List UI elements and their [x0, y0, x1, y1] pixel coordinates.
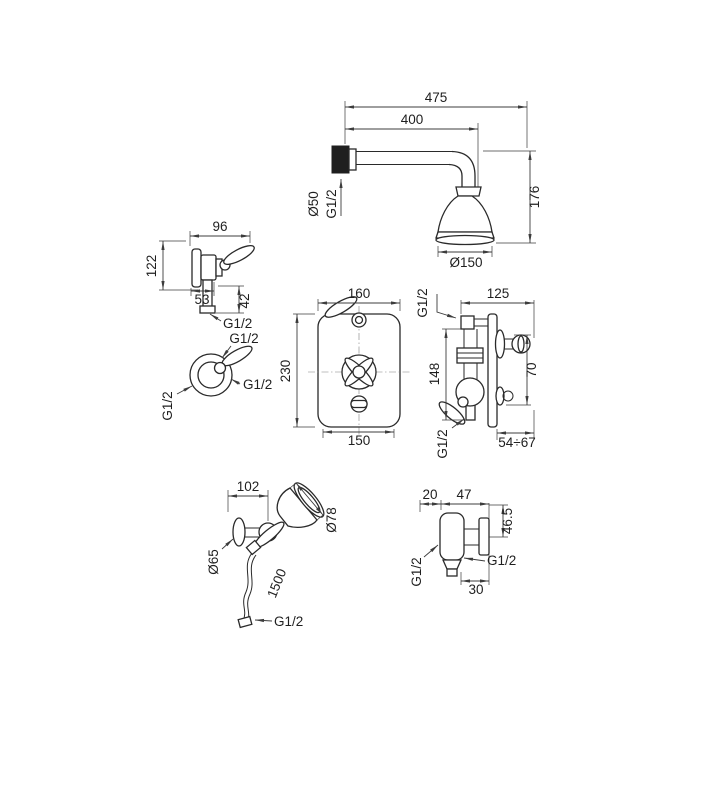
- outlet-flange: [478, 517, 490, 556]
- shutoff-valve-front-view: G1/2 G1/2 G1/2: [160, 331, 272, 421]
- dim-arm-diameter: Ø50: [306, 191, 321, 217]
- handle-base-disc: [494, 329, 506, 359]
- hand-shower-view: 102 Ø78 Ø65 1500 G1/2: [206, 479, 339, 629]
- dim-plate-height: 230: [278, 360, 293, 383]
- lever-hub: [213, 361, 227, 375]
- shower-head-face: [435, 234, 495, 246]
- valve-lever: [223, 245, 255, 265]
- plate-side: [487, 313, 498, 428]
- outlet-body: [439, 512, 465, 561]
- outlet-nipple: [446, 568, 458, 577]
- dim-total-height: 122: [144, 255, 159, 278]
- hose: [242, 552, 253, 622]
- arm-elbow: [451, 150, 476, 187]
- dim-wall-thread: G1/2: [324, 189, 339, 218]
- wall-flange: [331, 145, 350, 174]
- dim-outlet-thread: G1/2: [487, 553, 516, 568]
- dim-hose-thread: G1/2: [274, 614, 303, 629]
- head-collar: [455, 186, 482, 197]
- dim-total-depth: 125: [487, 286, 510, 301]
- dim-plate-width: 160: [348, 286, 371, 301]
- top-inlet: [460, 315, 475, 330]
- bracket-escutcheon: [232, 517, 246, 547]
- dim-offset-top-right: 47: [456, 487, 471, 502]
- valve-body: [200, 254, 217, 281]
- dim-bracket-diameter: Ø65: [206, 549, 221, 575]
- dim-escutcheon-width: 53: [194, 292, 209, 307]
- overhead-shower-view: 475 400 Ø50 G1/2 176 Ø150: [306, 90, 542, 270]
- dim-top-thread: G1/2: [229, 331, 258, 346]
- dim-head-diameter: Ø78: [324, 507, 339, 533]
- dim-offset-top-left: 20: [422, 487, 437, 502]
- dim-hose-length: 1500: [264, 567, 289, 600]
- dim-bracket-offset: 102: [237, 479, 260, 494]
- body-nut: [456, 347, 484, 364]
- outlet-cone: [441, 559, 463, 570]
- dim-outlet-thread: G1/2: [223, 316, 252, 331]
- arm-collar: [348, 148, 357, 171]
- mixer-front-view: 160 230 150: [278, 286, 410, 448]
- dim-arm-length-total: 475: [425, 90, 448, 105]
- mixer-side-view: G1/2 125 148 70: [415, 286, 539, 459]
- dim-top-thread: G1/2: [415, 288, 430, 317]
- dim-side-thread: G1/2: [243, 377, 272, 392]
- dim-bottom-offset: 30: [468, 582, 483, 597]
- dim-adjustable-depth: 54÷67: [498, 435, 535, 450]
- lower-disc: [495, 386, 505, 406]
- dim-height: 46.5: [500, 508, 515, 534]
- hose-nut-top: [245, 539, 262, 556]
- dim-lever-length: 96: [212, 219, 227, 234]
- wall-outlet-view: 20 47 46.5 G1/2 G1/2 30: [409, 487, 516, 597]
- dim-outlet-drop: 42: [237, 293, 252, 308]
- dim-handle-height: 70: [524, 362, 539, 377]
- dim-inlet-thread: G1/2: [409, 557, 424, 586]
- hose-nut-bottom: [237, 615, 253, 629]
- dim-body-height: 148: [427, 363, 442, 386]
- dim-arm-length: 400: [401, 112, 424, 127]
- dim-bottom-thread: G1/2: [435, 429, 450, 458]
- dim-bottom-thread: G1/2: [160, 391, 175, 420]
- valve-outlet-nut: [199, 305, 216, 314]
- diverter-valve-side-view: 96 122 53 42 G1/2: [144, 219, 255, 331]
- dim-head-diameter: Ø150: [449, 255, 482, 270]
- shower-head-bell: [437, 195, 493, 233]
- dim-bottom-width: 150: [348, 433, 371, 448]
- valve-escutcheon-side: [191, 248, 202, 288]
- dim-drop-height: 176: [527, 186, 542, 209]
